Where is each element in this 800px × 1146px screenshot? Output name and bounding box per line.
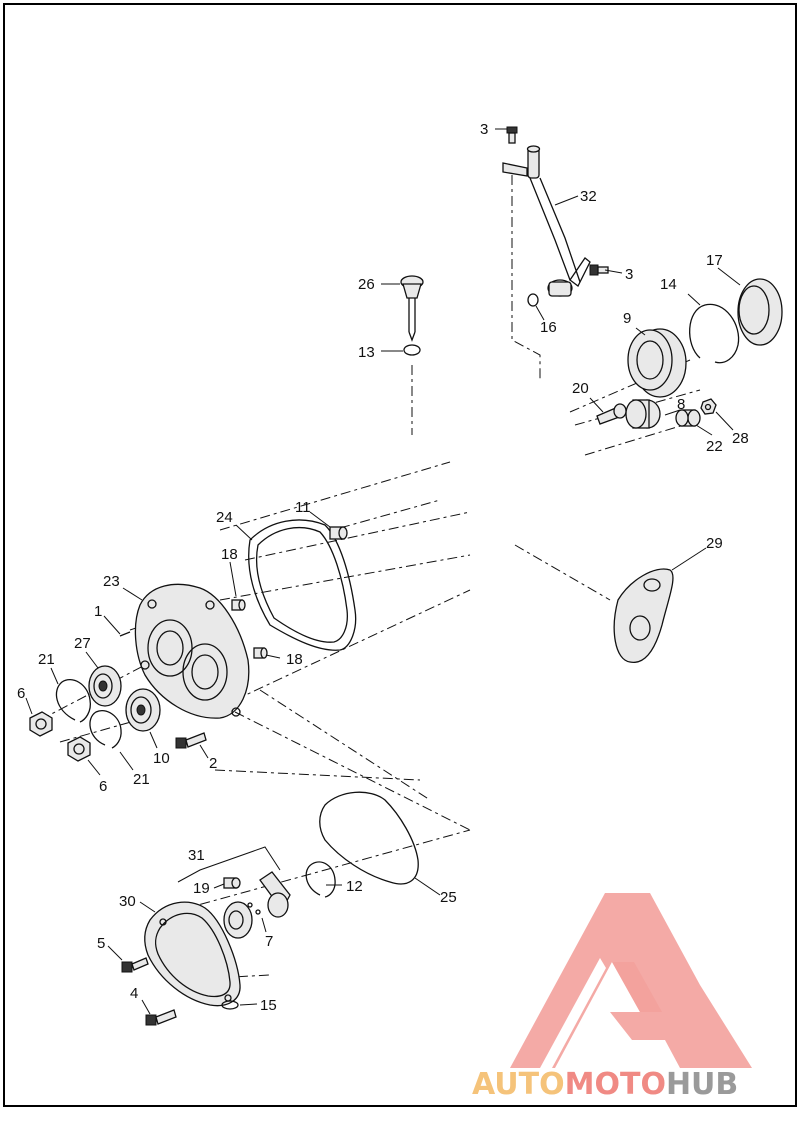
callout-24: 24 xyxy=(216,509,233,526)
callout-13: 13 xyxy=(358,344,375,361)
callout-12: 12 xyxy=(346,878,363,895)
callout-19: 19 xyxy=(193,880,210,897)
automotohub-logo: AUTOMOTOHUB xyxy=(472,893,752,1102)
callout-10: 10 xyxy=(153,750,170,767)
part-15-o-ring xyxy=(221,1000,239,1010)
callout-28: 28 xyxy=(732,430,749,447)
callout-15: 15 xyxy=(260,997,277,1014)
diagram-frame xyxy=(3,3,797,1107)
callout-labels: 3 32 3 26 17 14 16 9 13 20 8 22 28 24 11… xyxy=(17,121,749,1014)
callout-6-upper: 6 xyxy=(17,685,25,702)
callout-7: 7 xyxy=(265,933,273,950)
svg-text:AUTOMOTOHUB: AUTOMOTOHUB xyxy=(472,1067,738,1102)
callout-5: 5 xyxy=(97,935,105,952)
part-27-bearing xyxy=(88,665,122,707)
callout-1: 1 xyxy=(94,603,102,620)
logo-text-moto: MOTO xyxy=(565,1067,666,1102)
callout-4: 4 xyxy=(130,985,138,1002)
part-7-lever xyxy=(247,871,291,918)
callout-18-bottom: 18 xyxy=(286,651,303,668)
part-32-shifter-rod xyxy=(502,145,591,297)
logo-text-hub: HUB xyxy=(666,1067,738,1102)
part-8-gear xyxy=(625,399,661,429)
callout-2: 2 xyxy=(209,755,217,772)
part-24-gasket xyxy=(248,519,357,651)
callout-21-lower: 21 xyxy=(133,771,150,788)
part-14-retaining-ring xyxy=(689,303,740,364)
callout-25: 25 xyxy=(440,889,457,906)
part-13-o-ring xyxy=(403,344,421,356)
callout-26: 26 xyxy=(358,276,375,293)
callout-21-upper: 21 xyxy=(38,651,55,668)
callout-29: 29 xyxy=(706,535,723,552)
callout-32: 32 xyxy=(580,188,597,205)
part-23-housing xyxy=(134,583,250,719)
part-12-ring xyxy=(305,861,336,898)
part-30-side-cover xyxy=(144,901,241,1007)
leader-lines xyxy=(25,128,741,1015)
part-21-ring-lower xyxy=(89,710,122,749)
part-4-bolt xyxy=(145,1009,177,1026)
part-17-seal xyxy=(737,278,783,346)
alignment-lines xyxy=(39,175,701,981)
callout-6-lower: 6 xyxy=(99,778,107,795)
part-16-ring xyxy=(527,293,539,307)
part-26-vent-plug xyxy=(400,275,424,342)
part-5-screw xyxy=(121,957,149,973)
part-24-gasket-inner xyxy=(255,526,348,643)
callout-16: 16 xyxy=(540,319,557,336)
callout-3-right: 3 xyxy=(625,266,633,283)
callout-30: 30 xyxy=(119,893,136,910)
callout-20: 20 xyxy=(572,380,589,397)
callout-23: 23 xyxy=(103,573,120,590)
part-18-pin-bottom xyxy=(253,647,268,659)
part-28-nut xyxy=(700,398,717,415)
part-6-nut-lower xyxy=(67,736,91,762)
part-11-dowel xyxy=(329,526,348,540)
part-25-gasket xyxy=(319,791,419,885)
part-18-pin-top xyxy=(231,599,246,611)
part-31-bearing xyxy=(223,901,253,939)
callout-17: 17 xyxy=(706,252,723,269)
part-2-bolt xyxy=(175,732,207,749)
callout-27: 27 xyxy=(74,635,91,652)
callout-9: 9 xyxy=(623,310,631,327)
callout-11: 11 xyxy=(295,499,311,516)
part-21-ring-upper xyxy=(55,678,91,723)
part-9-bearing xyxy=(627,328,687,398)
callout-3-top: 3 xyxy=(480,121,488,138)
callout-18-top: 18 xyxy=(221,546,238,563)
part-10-bearing xyxy=(125,688,161,732)
logo-text-auto: AUTO xyxy=(472,1067,565,1102)
part-20-stud xyxy=(596,403,627,425)
part-1-pin xyxy=(119,631,131,637)
part-3-screw-right xyxy=(589,264,609,276)
callout-22: 22 xyxy=(706,438,723,455)
callout-14: 14 xyxy=(660,276,677,293)
callout-31: 31 xyxy=(188,847,205,864)
part-6-nut-upper xyxy=(29,711,53,737)
callout-8: 8 xyxy=(677,396,685,413)
part-29-gasket xyxy=(613,568,674,663)
part-22-bushing xyxy=(675,409,701,427)
part-19-fitting xyxy=(223,877,241,889)
part-3-screw-top xyxy=(506,126,518,144)
